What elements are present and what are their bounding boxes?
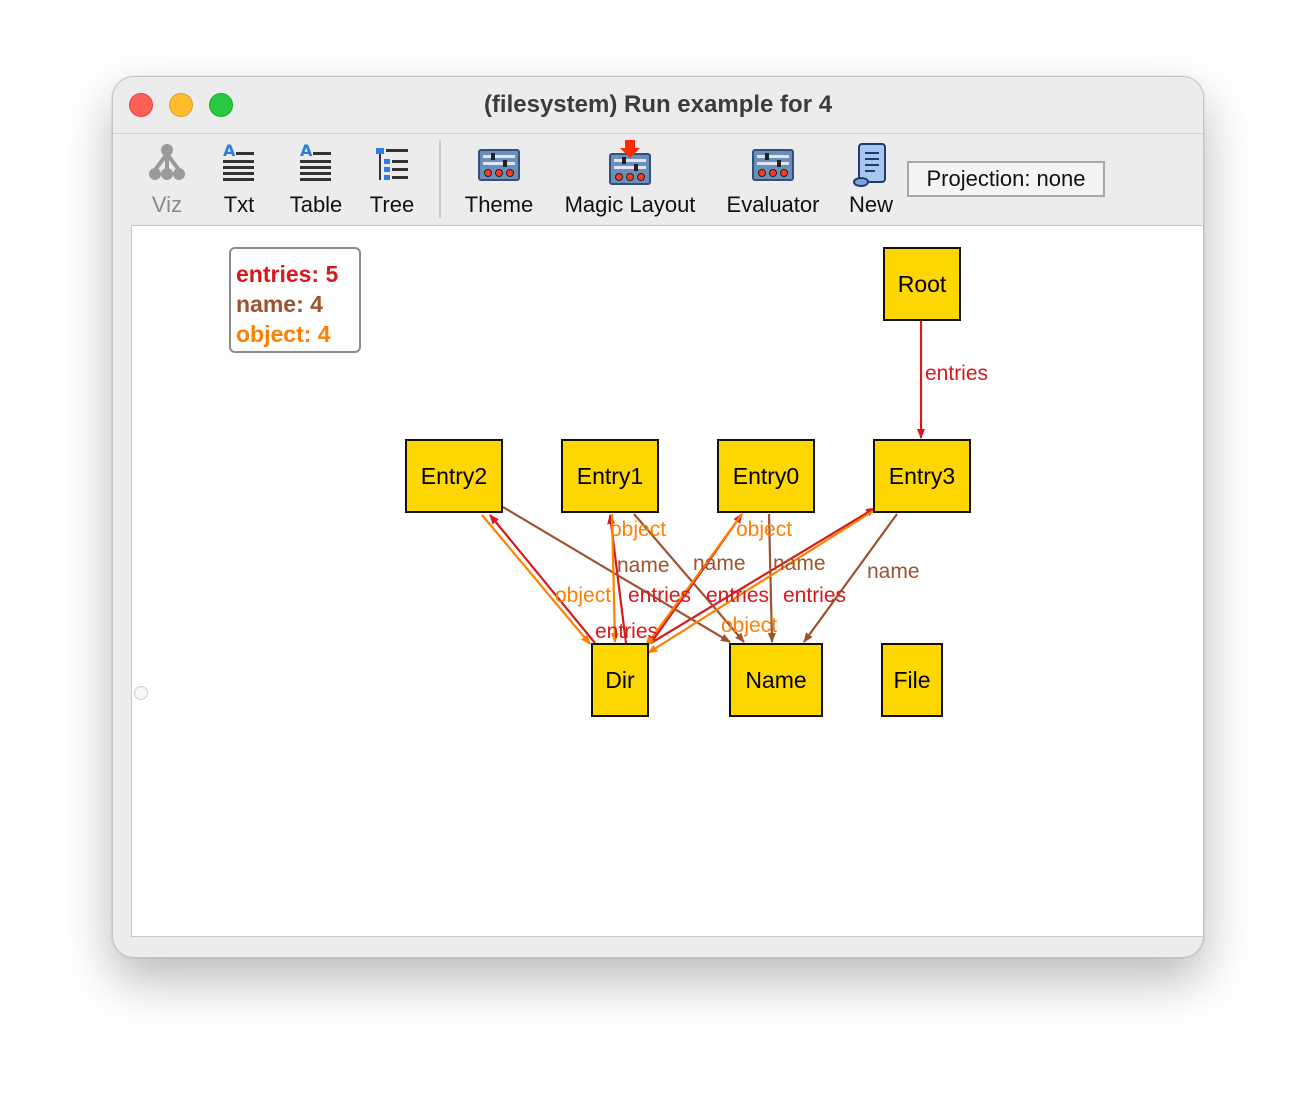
node-entry3[interactable]: Entry3 (873, 439, 971, 513)
txt-button[interactable]: A Txt (211, 138, 267, 222)
edge-entry1-name (633, 513, 745, 643)
text-document-icon: A (223, 141, 254, 181)
table-button[interactable]: A Table (283, 138, 349, 222)
edge-label-object: object (610, 518, 666, 541)
new-button-label: New (848, 192, 893, 217)
legend-item-entries: entries: 5 (236, 261, 339, 287)
edge-entry0-name (767, 513, 776, 643)
magic-layout-button[interactable]: Magic Layout (557, 138, 703, 222)
node-root[interactable]: Root (883, 247, 961, 321)
edge-label-object: object (736, 518, 792, 541)
edge-entry3-name (803, 513, 898, 643)
window-title: (filesystem) Run example for 4 (483, 91, 833, 118)
edge-dir-entry2 (489, 514, 596, 644)
edge-dir-entry3 (650, 507, 876, 644)
edge-label-name: name (693, 552, 746, 575)
edge-label-entries: entries (628, 584, 691, 607)
edge-entry1-dir (610, 513, 619, 643)
theme-button-label: Theme (464, 192, 534, 217)
edge-entry2-dir (481, 514, 591, 645)
magic-sliders-icon (609, 140, 651, 185)
edge-label-entries: entries (595, 620, 658, 643)
edge-label-object: object (721, 614, 777, 637)
viz-tree-icon (149, 144, 185, 180)
svg-text:A: A (223, 141, 236, 160)
minimize-window-button[interactable] (169, 93, 193, 117)
svg-text:A: A (300, 141, 313, 160)
theme-button[interactable]: Theme (459, 138, 539, 222)
node-entry1[interactable]: Entry1 (561, 439, 659, 513)
sliders-icon (478, 149, 520, 181)
node-file[interactable]: File (881, 643, 943, 717)
scroll-icon (853, 143, 886, 187)
evaluator-button[interactable]: Evaluator (719, 138, 827, 222)
edge-label-name: name (617, 554, 670, 577)
close-window-button[interactable] (129, 93, 153, 117)
edge-label-name: name (867, 560, 920, 583)
viz-button[interactable]: Viz (139, 138, 195, 222)
edge-label-entries: entries (783, 584, 846, 607)
node-entry0[interactable]: Entry0 (717, 439, 815, 513)
maximize-window-button[interactable] (209, 93, 233, 117)
app-window: (filesystem) Run example for 4 Viz A (112, 76, 1204, 958)
table-button-label: Table (289, 192, 343, 217)
new-button[interactable]: New (843, 138, 899, 222)
edge-label-entries: entries (706, 584, 769, 607)
txt-button-label: Txt (223, 192, 255, 217)
splitter-handle[interactable] (134, 686, 148, 700)
magic-layout-button-label: Magic Layout (564, 192, 696, 217)
sliders-icon (752, 149, 794, 181)
edge-entry3-dir (647, 510, 874, 654)
evaluator-button-label: Evaluator (726, 192, 820, 217)
tree-button[interactable]: Tree (363, 138, 421, 222)
node-name[interactable]: Name (729, 643, 823, 717)
toolbar-separator (439, 140, 441, 218)
table-document-icon: A (300, 141, 331, 181)
edge-label-name: name (773, 552, 826, 575)
edge-entry2-name (502, 506, 731, 643)
edge-label-object: object (555, 584, 611, 607)
relation-legend: entries: 5 name: 4 object: 4 (229, 247, 361, 353)
projection-selector[interactable]: Projection: none (907, 161, 1105, 197)
node-dir[interactable]: Dir (591, 643, 649, 717)
legend-item-object: object: 4 (236, 321, 331, 347)
tree-list-icon (376, 148, 408, 180)
edge-label-entries: entries (925, 362, 988, 385)
legend-item-name: name: 4 (236, 291, 323, 317)
node-entry2[interactable]: Entry2 (405, 439, 503, 513)
viz-button-label: Viz (151, 192, 183, 217)
tree-button-label: Tree (369, 192, 415, 217)
edge-entry0-dir (645, 513, 743, 647)
toolbar: Viz A Txt A Table (113, 134, 1203, 224)
title-bar: (filesystem) Run example for 4 (113, 77, 1203, 134)
